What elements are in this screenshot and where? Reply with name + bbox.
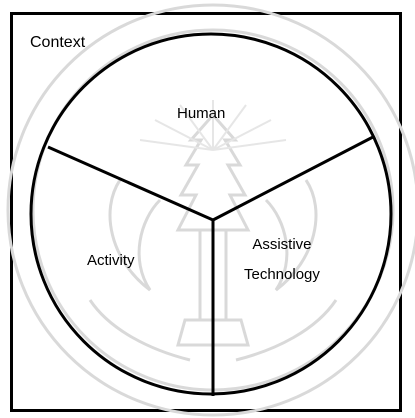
segment-label-human: Human	[177, 105, 226, 122]
divider-line-left	[47, 145, 214, 222]
segment-label-assistive-technology-line2: Technology	[244, 266, 320, 283]
segment-label-assistive-technology: Assistive Technology	[244, 230, 320, 290]
outer-circle	[29, 32, 393, 396]
segment-label-activity: Activity	[87, 252, 135, 269]
divider-line-right	[212, 135, 374, 222]
segment-label-assistive-technology-line1: Assistive	[252, 236, 312, 253]
context-label: Context	[30, 34, 86, 51]
